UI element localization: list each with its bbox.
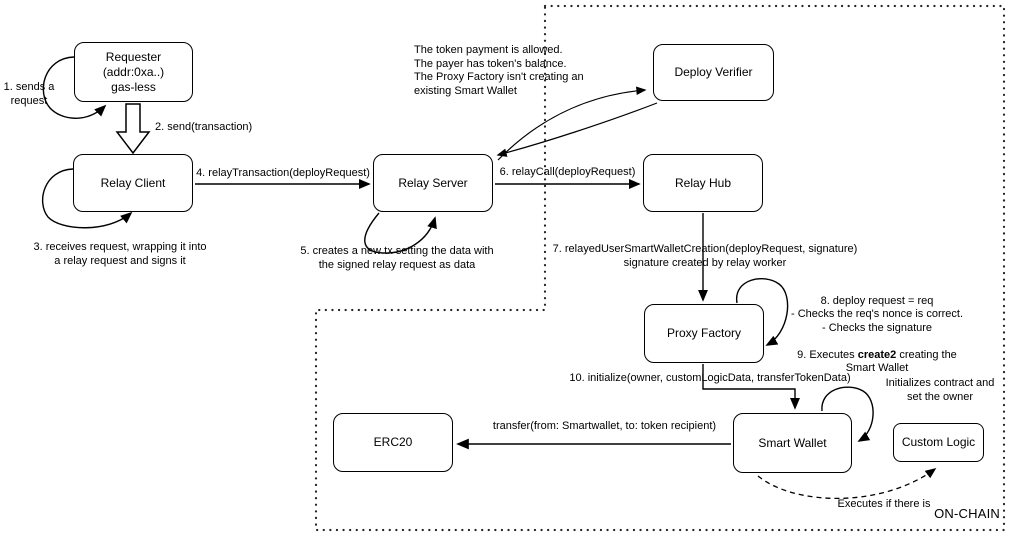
relay-server-label: Relay Server (398, 175, 468, 190)
smart-wallet-self-loop-arrow (821, 386, 874, 442)
initialize-arrow (702, 364, 800, 410)
requester-self-loop-arrow (42, 56, 107, 119)
relay-hub-node: Relay Hub (643, 154, 763, 212)
relay-server-self-loop-arrow (364, 212, 437, 254)
step3-annotation: 3. receives request, wrapping it into a … (33, 241, 207, 267)
step2-annotation: 2. send(transaction) (155, 121, 253, 133)
step4-annotation: 4. relayTransaction(deployRequest) (196, 167, 370, 179)
step5-annotation: 5. creates a new tx setting the data wit… (300, 245, 494, 271)
smart-wallet-node: Smart Wallet (733, 413, 852, 473)
relay-server-node: Relay Server (373, 154, 493, 212)
step10-annotation: 10. initialize(owner, customLogicData, t… (569, 372, 851, 384)
relay-client-self-loop-arrow (41, 168, 133, 229)
custom-logic-node: Custom Logic (893, 423, 984, 462)
erc20-node: ERC20 (333, 413, 453, 472)
verifier-response-arrow (496, 102, 658, 157)
proxy-factory-node: Proxy Factory (644, 304, 764, 363)
proxy-factory-label: Proxy Factory (666, 326, 741, 340)
erc20-label: ERC20 (373, 435, 413, 449)
requester-node: Requester (addr:0xa..) gas-less (74, 42, 193, 102)
relay-client-label: Relay Client (100, 175, 166, 190)
step9-prefix: 9. Executes (797, 348, 858, 361)
step9-suffix: creating the Smart Wallet (845, 348, 957, 375)
executes-note: Executes if there is (837, 498, 931, 510)
step9-bold: create2 (857, 348, 897, 361)
onchain-boundary (314, 4, 1006, 532)
executes-custom-logic-dashed-arrow (757, 468, 937, 500)
initializes-note: Initializes contract and set the owner (885, 377, 995, 403)
relay-hub-label: Relay Hub (674, 175, 732, 190)
transfer-annotation: transfer(from: Smartwallet, to: token re… (492, 420, 717, 432)
step7-annotation: 7. relayedUserSmartWalletCreation(deploy… (552, 243, 858, 269)
onchain-label: ON-CHAIN (934, 506, 1000, 521)
step6-annotation: 6. relayCall(deployRequest) (499, 166, 636, 178)
relay-client-node: Relay Client (73, 154, 193, 212)
step9-annotation: 9. Executes create2 creating the Smart W… (753, 349, 1001, 376)
step8-annotation: 8. deploy request = req - Checks the req… (790, 294, 964, 334)
send-transaction-block-arrow (115, 103, 151, 155)
smart-wallet-label: Smart Wallet (758, 435, 827, 450)
deploy-verifier-label: Deploy Verifier (674, 65, 753, 79)
verifier-note: The token payment is allowed. The payer … (414, 44, 584, 97)
custom-logic-label: Custom Logic (901, 435, 976, 449)
verifier-request-arrow (497, 86, 647, 161)
proxy-factory-self-loop-arrow (736, 278, 789, 346)
step1-annotation: 1. sends a request (3, 81, 55, 107)
proxy-factory-note: 8. deploy request = req - Checks the req… (753, 281, 1001, 389)
requester-label: Requester (addr:0xa..) gas-less (102, 49, 165, 94)
deploy-verifier-node: Deploy Verifier (653, 44, 774, 101)
